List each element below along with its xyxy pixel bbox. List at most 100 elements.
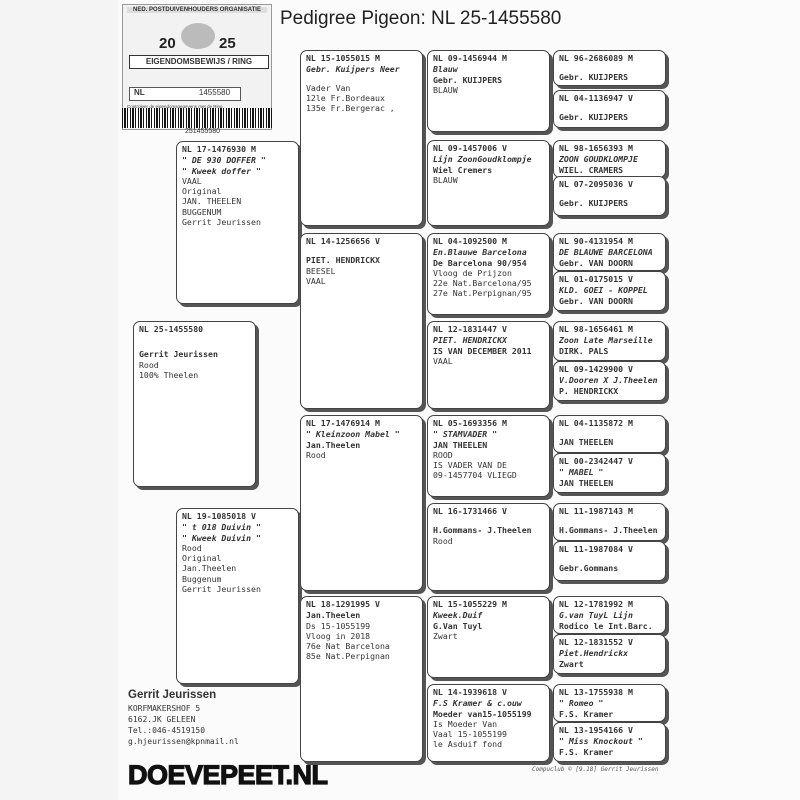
card-g13: NL 12-1781992 M G.van TuyL Lijn Rodico l… <box>553 596 666 634</box>
card-line: Gebr. KUIJPERS <box>559 112 629 123</box>
card-line: IS VADER VAN DE <box>433 460 507 471</box>
ring-number: NL 04-1092500 M <box>433 236 507 246</box>
card-line: Wiel Cremers <box>433 164 493 175</box>
card-line: VAAL <box>433 355 453 366</box>
ring-number: NL 25-1455580 <box>139 324 204 334</box>
card-line: " DE 930 DOFFER " <box>182 155 266 166</box>
card-sire-dam: NL 14-1256656 V PIET. HENDRICKX BEESEL V… <box>300 233 423 409</box>
card-g6: NL 01-0175015 V KLD. GOEI - KOPPEL Gebr.… <box>553 271 666 311</box>
card-g12: NL 11-1987084 V Gebr.Gommans <box>553 541 666 581</box>
card-line: G.Van Tuyl <box>433 620 483 631</box>
card-line: " Kleinzoon Mabel " <box>306 429 400 440</box>
ring-banner: EIGENDOMSBEWIJS / RING <box>129 55 269 69</box>
card-line: " t 018 Duivin " <box>182 522 261 533</box>
card-ssd: NL 09-1457006 V Lijn ZoonGoudklompje Wie… <box>427 140 550 226</box>
ring-number: NL 14-1256656 V <box>306 236 380 246</box>
ring-number: NL 12-1781992 M <box>559 599 633 609</box>
card-line: De Barcelona 90/954 <box>433 257 527 268</box>
card-line: Moeder van15-1055199 <box>433 708 532 719</box>
ring-number: NL 01-0175015 V <box>559 274 633 284</box>
card-line: 09-1457704 VLIEGD <box>433 470 517 481</box>
card-line: P. HENDRICKX <box>559 385 619 396</box>
card-line: Zwart <box>433 630 458 641</box>
pigeon-logo-icon <box>181 23 215 49</box>
barcode <box>122 108 272 128</box>
card-line: Rood <box>182 542 202 553</box>
card-line: BLAUW <box>433 174 458 185</box>
card-line: Zoon Late Marseille <box>559 335 653 346</box>
card-line: Original <box>182 553 222 564</box>
card-g7: NL 98-1656461 M Zoon Late Marseille DIRK… <box>553 321 666 361</box>
card-line: Gebr. VAN DOORN <box>559 295 633 306</box>
card-line: Gebr. VAN DOORN <box>559 257 633 268</box>
card-dss: NL 05-1693356 M " STAMVADER " JAN THEELE… <box>427 415 550 497</box>
owner-city: 6162.JK GELEEN <box>128 715 196 724</box>
card-line: 22e Nat.Barcelona/95 <box>433 278 532 289</box>
card-line: " Kweek doffer " <box>182 165 261 176</box>
card-ddd: NL 14-1939618 V F.S Kramer & c.ouw Moede… <box>427 684 550 762</box>
ring-number: NL 19-1085018 V <box>182 511 256 521</box>
card-line: Piet.Hendrickx <box>559 648 629 659</box>
card-line: Rood <box>433 535 453 546</box>
card-g2: NL 04-1136947 V Gebr. KUIJPERS <box>553 90 666 128</box>
card-line: JAN THEELEN <box>559 437 614 448</box>
card-line: Rood <box>139 359 159 370</box>
ring-number: NL 00-2342447 V <box>559 456 633 466</box>
card-line: DIRK. PALS <box>559 345 609 356</box>
card-line: Buggenum <box>182 573 222 584</box>
barcode-number: 251455580 <box>185 128 221 135</box>
card-line: " STAMVADER " <box>433 429 498 440</box>
card-g9: NL 04-1135872 M JAN THEELEN <box>553 415 666 453</box>
card-line: JAN THEELEN <box>433 439 488 450</box>
ring-number: NL 96-2686089 M <box>559 53 633 63</box>
card-line: Rodico le Int.Barc. <box>559 620 653 631</box>
card-line: 100% Theelen <box>139 369 199 380</box>
ring-number: NL 18-1291995 V <box>306 599 380 609</box>
card-line: F.S Kramer & c.ouw <box>433 698 522 709</box>
ring-number: NL 14-1939618 V <box>433 687 507 697</box>
card-line: Vloog de Prijzon <box>433 267 512 278</box>
card-line: Original <box>182 186 222 197</box>
card-line: H.Gommans- J.Theelen <box>559 525 658 536</box>
card-line: 27e Nat.Perpignan/95 <box>433 288 532 299</box>
card-line: " Kweek Duivin " <box>182 532 261 543</box>
card-line: G.van TuyL Lijn <box>559 610 633 621</box>
card-line: JAN THEELEN <box>559 477 614 488</box>
card-line: BEESEL <box>306 265 336 276</box>
card-line: WIEL. CRAMERS <box>559 164 624 175</box>
footer-credit: Compuclub © [9.18] Gerrit Jeurissen <box>532 766 659 773</box>
ring-number: NL 09-1457006 V <box>433 143 507 153</box>
card-line: BLAUW <box>433 84 458 95</box>
ring-number: NL 05-1693356 M <box>433 418 507 428</box>
ring-org: NED. POSTDUIVENHOUDERS ORGANISATIE <box>127 7 267 13</box>
card-dam: NL 19-1085018 V " t 018 Duivin " " Kweek… <box>176 508 299 684</box>
card-line: DE BLAUWE BARCELONA <box>559 247 653 258</box>
card-line: JAN. THEELEN <box>182 196 242 207</box>
ring-number: NL 12-1831552 V <box>559 637 633 647</box>
ring-number: NL 09-1456944 M <box>433 53 507 63</box>
card-line: Jan.Theelen <box>306 439 361 450</box>
card-line: Jan.Theelen <box>182 563 237 574</box>
card-g16: NL 13-1954166 V " Miss Knockout " F.S. K… <box>553 722 666 762</box>
card-line: le Asduif fond <box>433 739 503 750</box>
ring-year-left: 20 <box>159 35 176 52</box>
card-line: VAAL <box>182 175 202 186</box>
card-line: V.Dooren X J.Theelen <box>559 375 658 386</box>
card-line: F.S. Kramer <box>559 708 614 719</box>
owner-phone: Tel.:046-4519150 <box>128 726 206 735</box>
ring-number: NL 12-1831447 V <box>433 324 507 334</box>
card-line: Kweek.Duif <box>433 610 483 621</box>
page-title: Pedigree Pigeon: NL 25-1455580 <box>280 8 562 29</box>
card-line: Jan.Theelen <box>306 610 361 621</box>
card-line: Lijn ZoonGoudklompje <box>433 154 532 165</box>
card-line: Gebr.Gommans <box>559 563 619 574</box>
card-sds: NL 04-1092500 M En.Blauwe Barcelona De B… <box>427 233 550 315</box>
card-line: Gebr. Kuijpers Neer <box>306 64 400 75</box>
card-line: VAAL <box>306 275 326 286</box>
card-g10: NL 00-2342447 V " MABEL " JAN THEELEN <box>553 453 666 493</box>
ring-number: NL 13-1954166 V <box>559 725 633 735</box>
card-line: PIET. HENDRICKX <box>433 335 507 346</box>
card-g11: NL 11-1987143 M H.Gommans- J.Theelen <box>553 503 666 541</box>
card-dam-sire: NL 17-1476914 M " Kleinzoon Mabel " Jan.… <box>300 415 423 591</box>
card-dds: NL 15-1055229 M Kweek.Duif G.Van Tuyl Zw… <box>427 596 550 678</box>
